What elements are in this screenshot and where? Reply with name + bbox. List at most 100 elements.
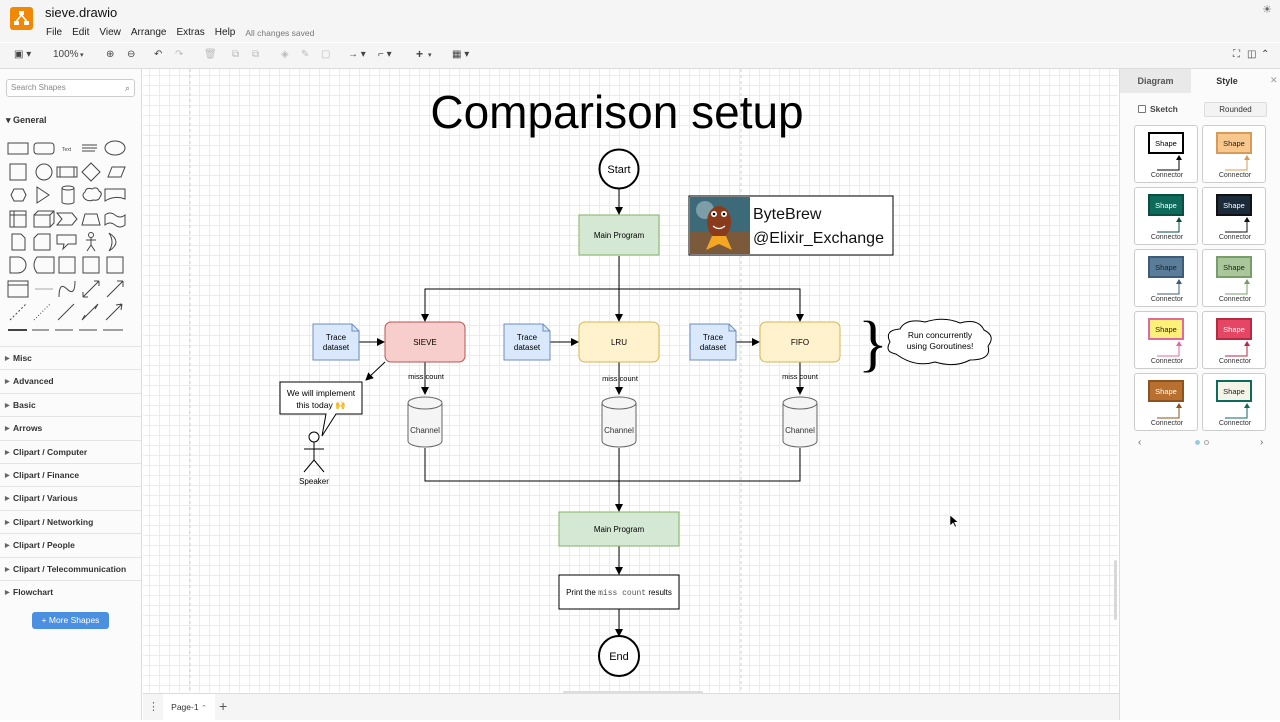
menu-help[interactable]: Help (214, 27, 236, 38)
main-program-node-bottom[interactable] (558, 511, 680, 547)
fullscreen-icon[interactable]: ⛶ (1233, 49, 1240, 60)
category-clipart-various[interactable]: ▶Clipart / Various (0, 486, 141, 509)
to-front-icon[interactable]: ⧉ (232, 49, 240, 60)
fifo-node[interactable] (759, 321, 841, 363)
main-program-node-top[interactable] (578, 214, 660, 256)
rounded-button[interactable]: Rounded (1204, 102, 1267, 117)
print-results-node[interactable] (558, 574, 680, 610)
shape-triangle (36, 186, 50, 204)
cloud-note[interactable]: Run concurrently using Goroutines! (887, 318, 992, 366)
category-advanced[interactable]: ▶Advanced (0, 369, 141, 392)
redo-icon[interactable]: ↷ (175, 49, 184, 60)
menu-file[interactable]: File (46, 27, 63, 38)
curly-brace-shape[interactable]: } (858, 310, 888, 378)
delete-icon[interactable]: 🗑 (204, 49, 217, 60)
pages-menu-icon[interactable]: ⋮ (148, 701, 159, 713)
end-node[interactable] (598, 635, 640, 677)
category-clipart-people[interactable]: ▶Clipart / People (0, 533, 141, 556)
insert-dropdown-icon[interactable]: ▾ (428, 52, 432, 59)
add-page-icon[interactable]: + (219, 698, 228, 714)
trace-dataset-lru[interactable]: Trace dataset (503, 323, 551, 361)
chevron-up-icon[interactable]: ⌃ (200, 705, 207, 712)
undo-icon[interactable]: ↶ (154, 49, 163, 60)
to-back-icon[interactable]: ⧉ (252, 49, 260, 60)
menu-edit[interactable]: Edit (72, 27, 90, 38)
brand-badge[interactable]: ByteBrew @Elixir_Exchange (688, 195, 894, 256)
waypoints-icon[interactable]: ⌐ ▾ (378, 49, 392, 60)
more-shapes-button[interactable]: + More Shapes (32, 612, 109, 629)
toggle-panel-icon[interactable]: ◫ (1247, 49, 1257, 60)
shadow-icon[interactable]: ▢ (321, 49, 331, 60)
menu-arrange[interactable]: Arrange (130, 27, 167, 38)
category-clipart-computer[interactable]: ▶Clipart / Computer (0, 440, 141, 463)
category-basic[interactable]: ▶Basic (0, 393, 141, 416)
search-icon[interactable]: ⌕ (124, 83, 130, 93)
collapse-icon[interactable]: ⌃ (1261, 49, 1270, 60)
start-node[interactable] (598, 148, 640, 190)
channel-sieve[interactable]: Channel (407, 396, 443, 448)
category-misc[interactable]: ▶Misc (0, 346, 141, 369)
category-general[interactable]: ▾ General (6, 115, 47, 125)
speech-bubble[interactable]: We will implement this today 🙌 (279, 381, 363, 437)
edge-main-fifo[interactable] (619, 288, 804, 322)
tab-style[interactable]: Style (1191, 69, 1263, 93)
connection-icon[interactable]: → ▾ (348, 49, 366, 60)
zoom-select[interactable]: 100% (53, 49, 79, 60)
speaker-label: Speaker (299, 477, 329, 486)
page-tab[interactable]: Page-1 ⌃ (163, 694, 215, 720)
prev-page-icon[interactable]: ‹ (1138, 437, 1142, 448)
category-clipart-networking[interactable]: ▶Clipart / Networking (0, 510, 141, 533)
edge-main-sieve[interactable] (421, 288, 619, 322)
close-icon[interactable]: ✕ (1270, 75, 1278, 85)
fill-color-icon[interactable]: ◈ (281, 49, 289, 60)
zoom-in-icon[interactable]: ⊕ (106, 49, 115, 60)
menu-extras[interactable]: Extras (176, 27, 205, 38)
line-color-icon[interactable]: ✎ (301, 49, 310, 60)
general-shapes-grid[interactable]: Text (5, 135, 135, 335)
lru-node[interactable] (578, 321, 660, 363)
vertical-scrollbar[interactable] (1114, 560, 1117, 620)
tab-diagram[interactable]: Diagram (1120, 69, 1191, 93)
zoom-dropdown-icon[interactable]: ▾ (80, 52, 84, 59)
table-icon[interactable]: ▦ ▾ (452, 49, 470, 60)
sketch-option[interactable]: Sketch (1138, 104, 1178, 114)
channel-fifo[interactable]: Channel (782, 396, 818, 448)
svg-text:Text: Text (62, 147, 72, 153)
zoom-out-icon[interactable]: ⊖ (127, 49, 136, 60)
print-results-label: Print the miss count results (566, 588, 672, 598)
speaker-actor[interactable] (303, 431, 325, 473)
trace-dataset-fifo[interactable]: Trace dataset (689, 323, 737, 361)
insert-icon[interactable]: + (416, 47, 424, 61)
sketch-checkbox[interactable] (1138, 105, 1146, 113)
channel-lru[interactable]: Channel (601, 396, 637, 448)
category-clipart-finance[interactable]: ▶Clipart / Finance (0, 463, 141, 486)
horizontal-scrollbar[interactable] (563, 691, 703, 694)
menu-view[interactable]: View (99, 27, 121, 38)
category-flowchart[interactable]: ▶Flowchart (0, 580, 141, 603)
edge-channels-join[interactable] (424, 448, 801, 482)
edge-sieve-speech[interactable] (365, 361, 386, 381)
format-panel-icon[interactable]: ▣ ▾ (14, 49, 32, 60)
category-arrows[interactable]: ▶Arrows (0, 416, 141, 439)
diagram-canvas[interactable]: Comparison setup Start End Main Program (143, 69, 1118, 692)
next-page-icon[interactable]: › (1260, 437, 1264, 448)
theme-icon[interactable]: ☀ (1262, 4, 1272, 16)
page-dot[interactable] (1204, 440, 1209, 445)
page-dot-active[interactable] (1195, 440, 1200, 445)
search-input[interactable]: Search Shapes ⌕ (6, 79, 135, 97)
diagram-title[interactable]: Comparison setup (430, 86, 803, 138)
document-title[interactable]: sieve.drawio (45, 5, 118, 20)
trace-dataset-sieve[interactable]: Trace dataset (312, 323, 360, 361)
sieve-node[interactable] (384, 321, 466, 363)
category-clipart-telecommunication[interactable]: ▶Clipart / Telecommunication (0, 557, 141, 580)
